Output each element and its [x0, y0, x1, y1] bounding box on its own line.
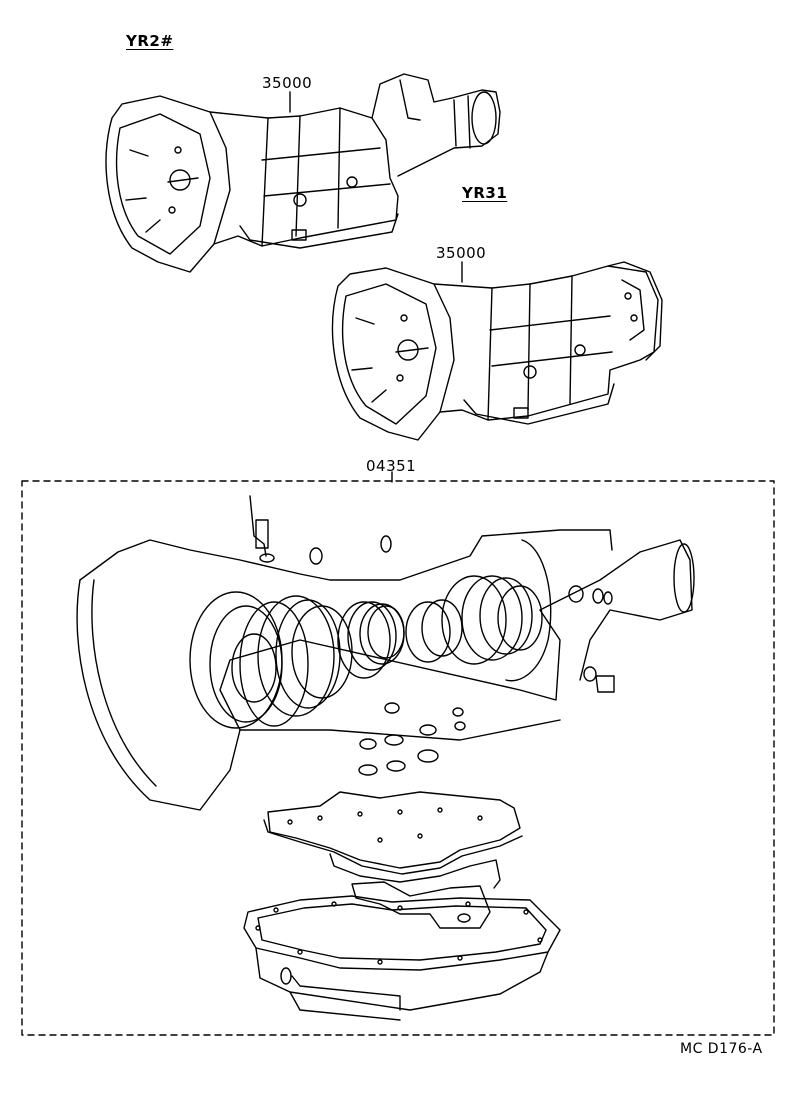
drain-plug — [595, 675, 615, 693]
o-ring — [583, 666, 597, 682]
o-ring — [603, 591, 613, 605]
o-ring — [592, 588, 604, 604]
o-ring — [380, 535, 392, 553]
kit-part-number-04351: 04351 — [366, 457, 417, 475]
figure-code: MC D176-A — [680, 1041, 763, 1057]
small-gaskets — [358, 702, 466, 776]
model-label-yr31: YR31 — [462, 184, 508, 202]
part-number-35000-upper: 35000 — [262, 74, 313, 92]
transmission-case-outline — [76, 529, 695, 811]
transmission-assembly-yr31 — [331, 261, 663, 441]
oil-pan — [243, 895, 561, 1021]
strainer-gasket — [351, 881, 491, 929]
transmission-assembly-yr2 — [105, 73, 501, 273]
part-number-35000-lower: 35000 — [436, 244, 487, 262]
seal-ring-set — [189, 575, 543, 729]
overhaul-kit-dashed-border — [21, 480, 775, 1036]
o-ring — [568, 585, 584, 603]
model-label-yr2: YR2# — [126, 32, 174, 50]
breather-plug — [249, 495, 275, 563]
o-ring — [309, 547, 323, 565]
valve-body-gasket — [263, 791, 523, 889]
